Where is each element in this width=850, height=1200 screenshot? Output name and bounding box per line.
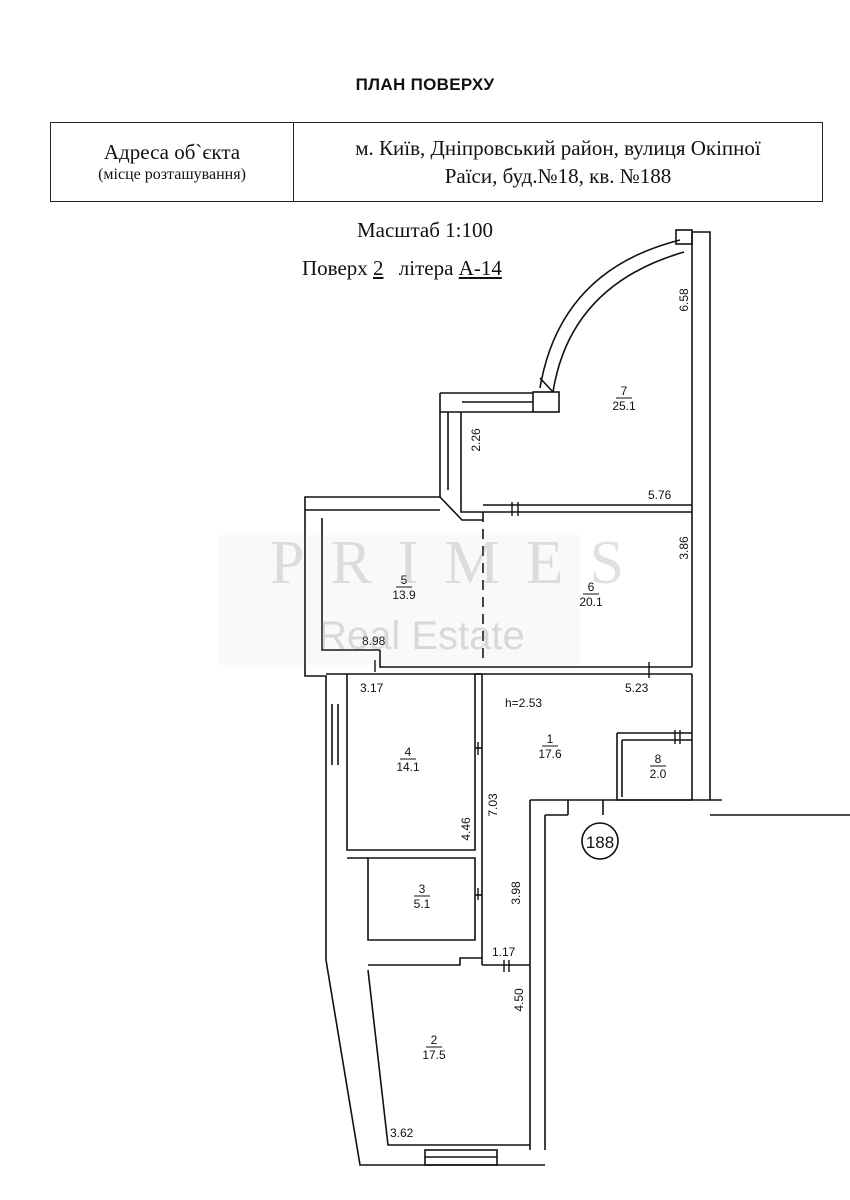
address-label: Адреса об`єкта bbox=[103, 140, 241, 164]
address-value-cell: м. Київ, Дніпровський район, вулиця Окіп… bbox=[294, 123, 822, 201]
room-7-area: 25.1 bbox=[612, 399, 636, 413]
dim-6-58: 6.58 bbox=[677, 288, 691, 312]
dim-5-23: 5.23 bbox=[625, 681, 649, 695]
watermark-box bbox=[218, 535, 580, 665]
height-label: h=2.53 bbox=[505, 696, 542, 710]
room-2-number: 2 bbox=[431, 1033, 438, 1047]
room-2-area: 17.5 bbox=[422, 1048, 446, 1062]
floor-label: Поверх 2 літера А-14 bbox=[302, 256, 512, 281]
dim-8-98: 8.98 bbox=[362, 634, 386, 648]
floor-number: 2 bbox=[373, 256, 384, 280]
dim-1-17: 1.17 bbox=[492, 945, 516, 959]
dim-3-86: 3.86 bbox=[677, 536, 691, 560]
dim-2-26: 2.26 bbox=[469, 428, 483, 452]
dimension-labels: 6.58 2.26 5.76 3.86 8.98 3.17 5.23 h=2.5… bbox=[360, 288, 691, 1140]
room-6-number: 6 bbox=[588, 580, 595, 594]
floor-letter: А-14 bbox=[458, 256, 502, 280]
room-4-area: 14.1 bbox=[396, 760, 420, 774]
floor-prefix: Поверх bbox=[302, 256, 368, 280]
plan-walls bbox=[304, 229, 850, 1166]
watermark-real-estate: Real Estate bbox=[318, 614, 525, 658]
address-table: Адреса об`єкта (місце розташування) м. К… bbox=[50, 122, 823, 202]
room-8-number: 8 bbox=[655, 752, 662, 766]
room-8-area: 2.0 bbox=[650, 767, 667, 781]
floor-middle: літера bbox=[398, 256, 454, 280]
page-title: ПЛАН ПОВЕРХУ bbox=[355, 75, 495, 94]
room-1-number: 1 bbox=[547, 732, 554, 746]
dim-7-03: 7.03 bbox=[486, 793, 500, 817]
room-3-number: 3 bbox=[419, 882, 426, 896]
address-value-line1: м. Київ, Дніпровський район, вулиця Окіп… bbox=[355, 136, 761, 160]
watermark-primes: PRIMES bbox=[270, 529, 650, 597]
room-7-number: 7 bbox=[621, 384, 628, 398]
dim-4-50: 4.50 bbox=[512, 988, 526, 1012]
dim-5-76: 5.76 bbox=[648, 488, 672, 502]
dim-4-46: 4.46 bbox=[459, 817, 473, 841]
room-5-number: 5 bbox=[401, 573, 408, 587]
apartment-marker bbox=[581, 822, 619, 860]
address-label-cell: Адреса об`єкта (місце розташування) bbox=[51, 123, 294, 201]
door-marks bbox=[374, 502, 681, 972]
room-labels: 7 25.1 5 13.9 6 20.1 4 14.1 1 17.6 8 2.0… bbox=[392, 384, 666, 1062]
dim-3-98: 3.98 bbox=[509, 881, 523, 905]
scale-label: Масштаб 1:100 bbox=[356, 218, 493, 242]
apartment-number: 188 bbox=[586, 833, 614, 852]
room-3-area: 5.1 bbox=[414, 897, 431, 911]
address-sublabel: (місце розташування) bbox=[98, 166, 246, 183]
address-value-line2: Раїси, буд.№18, кв. №188 bbox=[444, 164, 672, 188]
dim-3-17: 3.17 bbox=[360, 681, 384, 695]
room-1-area: 17.6 bbox=[538, 747, 562, 761]
room-4-number: 4 bbox=[405, 745, 412, 759]
room-5-area: 13.9 bbox=[392, 588, 416, 602]
dim-3-62: 3.62 bbox=[390, 1126, 414, 1140]
room-6-area: 20.1 bbox=[579, 595, 603, 609]
